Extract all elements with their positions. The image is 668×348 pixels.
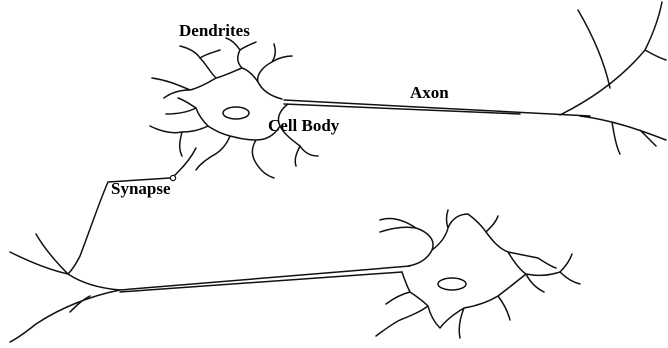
cell-body-label: Cell Body [268,117,339,134]
synapse-label: Synapse [111,180,171,197]
upper-axon-terminals [560,2,666,154]
dendrites-label: Dendrites [179,22,250,39]
lower-neuron [10,210,580,342]
lower-axon [120,266,410,292]
upper-nucleus [223,107,249,119]
lower-left-branches [10,234,120,342]
upper-soma-lower [150,98,318,178]
axon-label: Axon [410,84,449,101]
synapse-knob [170,175,175,180]
upper-axon [284,100,590,116]
lower-nucleus [438,278,466,290]
upper-descending-axon [173,148,196,177]
upper-dendrites [152,38,292,99]
lower-dendrites [376,210,580,338]
